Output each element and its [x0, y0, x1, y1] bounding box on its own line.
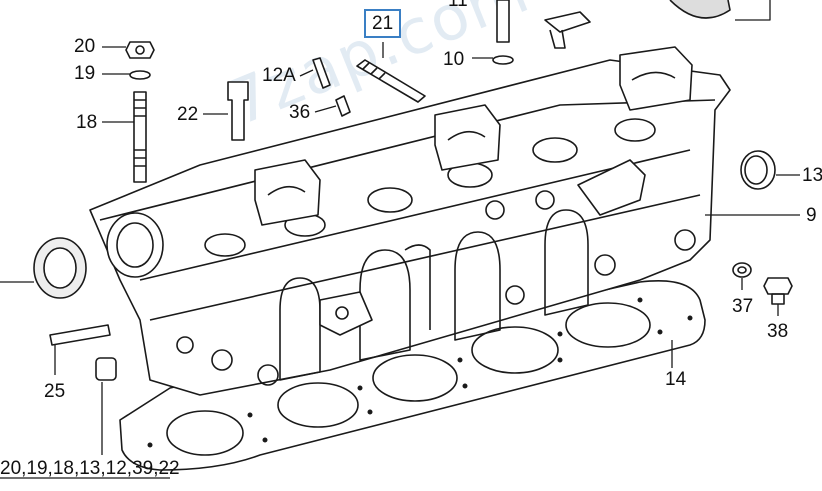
- callout-37: 37: [732, 296, 754, 317]
- part-13-cap: [740, 150, 776, 190]
- part-21-stud: [356, 59, 426, 103]
- upper-bracket: [544, 0, 731, 49]
- part-10-washer: [492, 55, 514, 65]
- part-22-sleeve: [227, 81, 249, 141]
- footer-parts-list: 20,19,18,13,12,39,22: [0, 458, 180, 479]
- callout-21: 21: [364, 9, 402, 38]
- leader-lines: [0, 0, 800, 479]
- callout-12a: 12A: [262, 65, 296, 86]
- front-seal: [33, 237, 87, 299]
- part-19-washer: [129, 70, 151, 80]
- callout-19: 19: [74, 63, 96, 84]
- part-25-stud: [49, 324, 111, 346]
- callout-38: 38: [767, 321, 789, 342]
- callout-36: 36: [289, 102, 311, 123]
- part-12a-fitting: [312, 57, 331, 89]
- callout-9: 9: [806, 205, 817, 226]
- part-12-plug: [95, 357, 117, 381]
- part-37-washer: [732, 262, 752, 278]
- part-18-stud: [133, 91, 147, 183]
- part-38-plug: [763, 277, 793, 305]
- callout-25: 25: [44, 381, 66, 402]
- callout-18: 18: [76, 112, 98, 133]
- callout-10: 10: [443, 49, 465, 70]
- callout-22: 22: [177, 104, 199, 125]
- callout-13: 13: [802, 165, 822, 186]
- callout-14: 14: [665, 369, 687, 390]
- callout-11: 11: [448, 0, 468, 11]
- part-36-fitting: [335, 95, 351, 117]
- part-20-nut: [125, 41, 155, 59]
- cylinder-head: [89, 46, 731, 396]
- part-11-stud: [496, 0, 510, 43]
- callout-20: 20: [74, 36, 96, 57]
- head-gasket: [119, 280, 706, 471]
